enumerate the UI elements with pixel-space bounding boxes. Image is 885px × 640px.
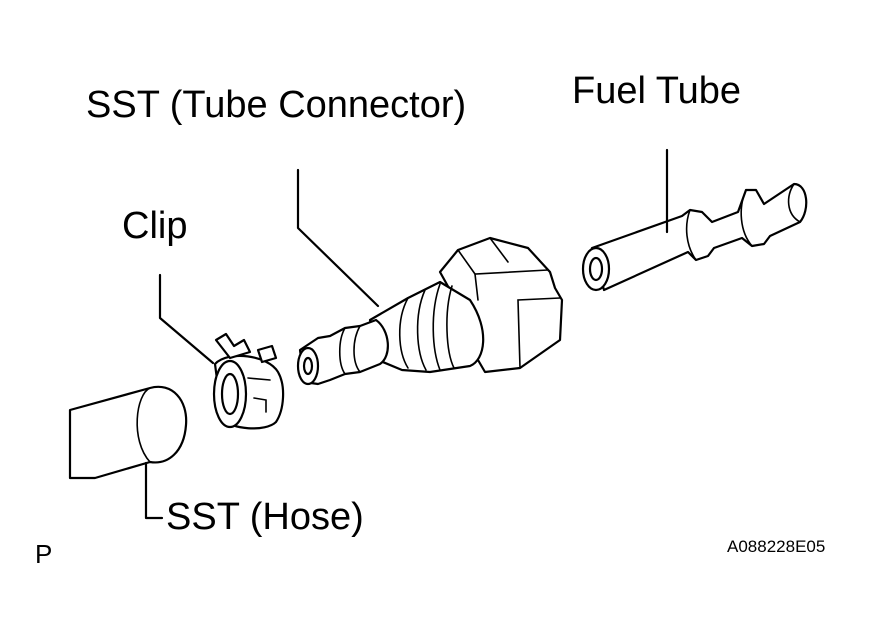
hose-drawing [68, 385, 188, 480]
figure-code: A088228E05 [727, 537, 826, 556]
clip-leader-line [158, 273, 215, 365]
clip-label: Clip [122, 205, 188, 247]
hose-label: SST (Hose) [166, 496, 364, 538]
tube-connector-leader-line [296, 168, 380, 308]
fuel-tube-drawing [581, 182, 808, 292]
clip-drawing [212, 332, 285, 430]
tube-connector-label: SST (Tube Connector) [86, 84, 467, 126]
corner-mark: P [35, 539, 53, 569]
tube-connector-drawing [296, 236, 564, 386]
fuel-tube-label: Fuel Tube [572, 70, 741, 112]
hose-leader-line [144, 461, 164, 520]
